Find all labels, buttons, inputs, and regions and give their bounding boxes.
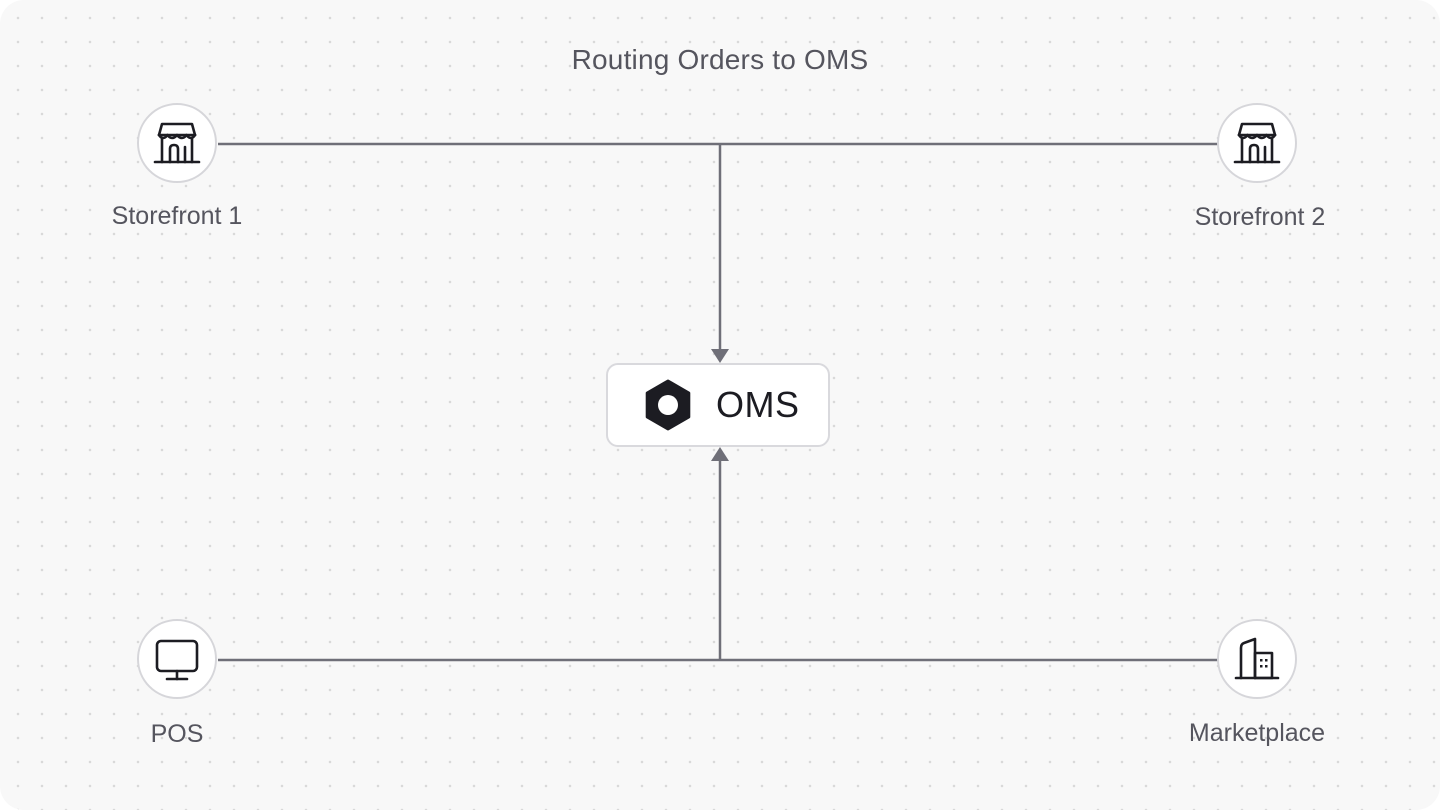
pos-label: POS	[150, 720, 204, 748]
hexagon-logo-icon	[645, 379, 691, 431]
storefront-icon	[153, 122, 201, 164]
storefront-2-node	[1217, 103, 1297, 183]
marketplace-node	[1217, 619, 1297, 699]
bottom-arrowhead	[711, 447, 729, 461]
marketplace-label: Marketplace	[1188, 719, 1326, 747]
storefront-2-label: Storefront 2	[1194, 203, 1326, 231]
storefront-1-label: Storefront 1	[111, 202, 243, 230]
top-arrowhead	[711, 349, 729, 363]
diagram-title: Routing Orders to OMS	[571, 44, 869, 75]
storefront-1-node	[137, 103, 217, 183]
monitor-icon	[155, 639, 199, 681]
oms-label: OMS	[716, 384, 800, 425]
pos-node	[137, 619, 217, 699]
oms-hub-node: OMS	[606, 363, 830, 447]
storefront-icon	[1233, 122, 1281, 164]
building-icon	[1234, 637, 1280, 680]
